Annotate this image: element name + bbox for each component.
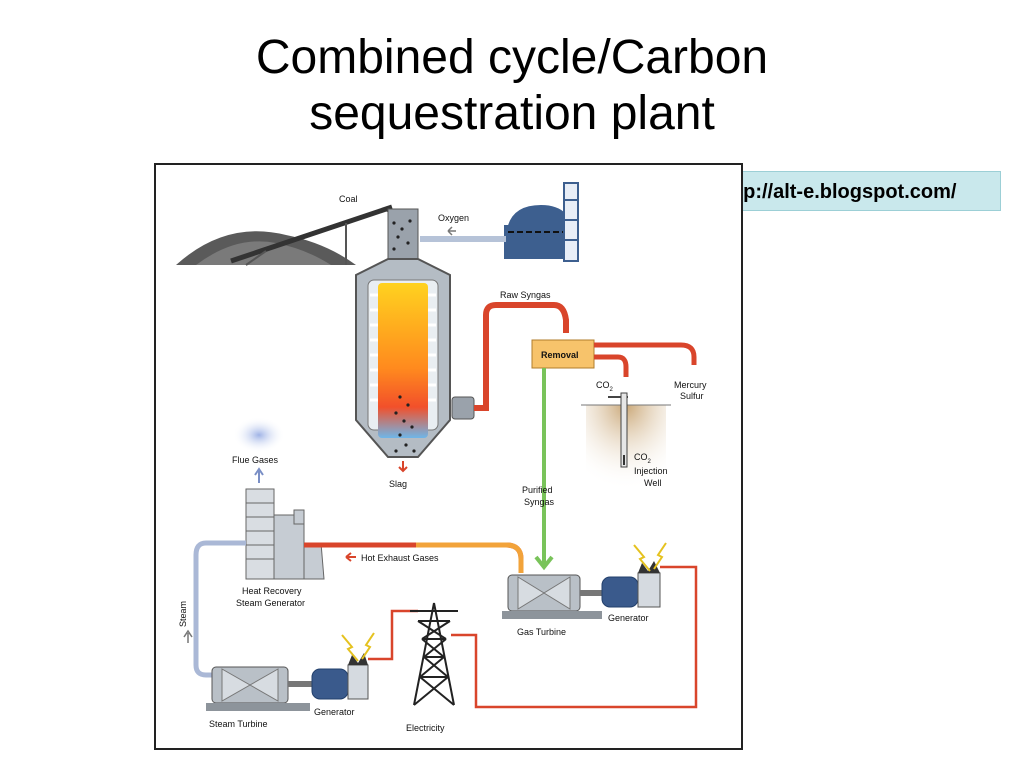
coal-conveyor [230,204,393,266]
well-label: Well [644,478,661,488]
title-line-1: Combined cycle/Carbon [255,31,769,84]
gas-generator-wire [451,565,698,709]
electricity-label: Electricity [406,723,445,733]
gas-turbine [502,574,602,619]
gasifier [355,208,475,473]
gas-generator-spark-icon [633,544,651,572]
steam-label: Steam [178,601,188,627]
syngas-label: Syngas [524,497,555,507]
sulfur-label: Sulfur [680,391,704,401]
steam-generator-wire [368,609,418,661]
purified-label: Purified [522,485,553,495]
steam-generator-spark-icon [341,634,359,662]
title-line-2: sequestration plant [309,87,715,140]
removal-label: Removal [541,350,579,360]
transmission-tower-icon [410,602,458,706]
raw-syngas-label: Raw Syngas [500,290,551,300]
hot-exhaust-label: Hot Exhaust Gases [361,553,439,563]
raw-syngas-pipe [474,302,569,411]
oxygen-plant [420,182,579,262]
injection-label: Injection [634,466,668,476]
hot-exhaust-pipe-warm [416,542,524,573]
hrsg-label-line2: Steam Generator [236,598,305,608]
mercury-label: Mercury [674,380,707,390]
coal-label: Coal [339,194,358,204]
flue-gases-label: Flue Gases [232,455,279,465]
slag-label: Slag [389,479,407,489]
plant-diagram-svg: Coal Oxygen [176,182,707,733]
gas-generator-label: Generator [608,613,649,623]
steam-turbine [206,666,310,711]
gas-turbine-generator [580,542,667,608]
oxygen-label: Oxygen [438,213,469,223]
co2-injection-well [581,392,671,500]
co2-label: CO2 [596,380,614,393]
hot-exhaust-arrow [345,552,356,562]
flue-gas-plume [233,417,285,453]
hrsg-label-line1: Heat Recovery [242,586,302,596]
gas-turbine-label: Gas Turbine [517,627,566,637]
steam-turbine-generator [288,632,375,700]
gas-generator-spark-icon-2 [653,542,667,570]
plant-diagram: Coal Oxygen [154,163,743,750]
steam-generator-label: Generator [314,707,355,717]
slide-title: Combined cycle/Carbon sequestration plan… [0,30,1024,142]
removal-box [531,339,595,369]
mercury-sulfur-pipe [594,342,697,365]
heat-recovery-steam-generator [245,488,325,580]
co2-pipe [594,354,629,377]
steam-turbine-label: Steam Turbine [209,719,268,729]
flue-gas-arrow [254,467,264,483]
steam-generator-spark-icon-2 [361,632,375,660]
purified-syngas-arrow [534,529,554,571]
co2-well-co2-label: CO2 [634,452,652,465]
steam-pipe [193,540,246,678]
steam-arrow [183,629,193,643]
